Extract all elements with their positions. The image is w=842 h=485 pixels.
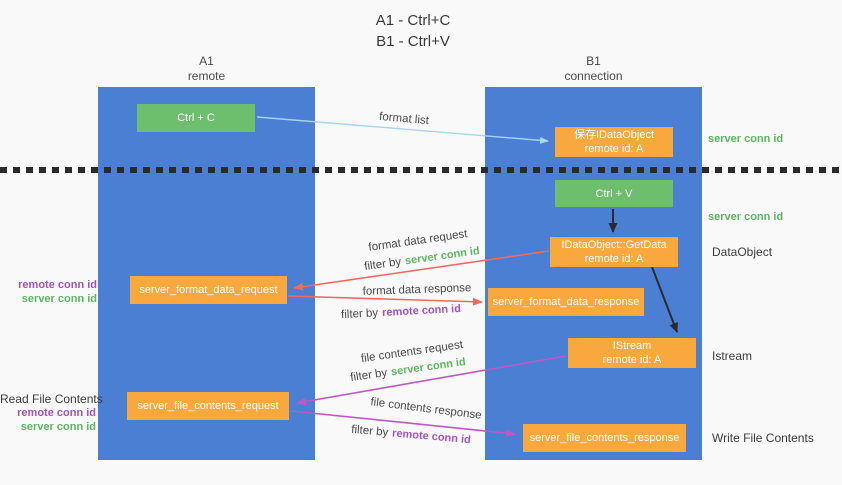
node-save-dataobject: 保存IDataObject remote id: A bbox=[555, 127, 673, 157]
section-divider bbox=[0, 167, 842, 173]
label-format-data-response: format data response bbox=[362, 282, 472, 298]
remote-conn-id-text: remote conn id bbox=[391, 427, 472, 447]
annotation-server-conn-id-file: server conn id bbox=[20, 421, 96, 433]
node-getdata-line1: IDataObject::GetData bbox=[561, 239, 667, 251]
annotation-dataobject: DataObject bbox=[712, 245, 773, 259]
node-server-file-contents-response: server_file_contents_response bbox=[523, 424, 686, 452]
label-format-list: format list bbox=[378, 110, 430, 128]
lifeline-b1-role: connection bbox=[564, 69, 623, 83]
node-ctrl-v: Ctrl + V bbox=[555, 180, 673, 207]
node-server-format-data-response: server_format_data_response bbox=[488, 288, 644, 316]
annotation-istream: Istream bbox=[712, 349, 753, 363]
node-server-format-data-response-label: server_format_data_response bbox=[492, 296, 640, 308]
annotation-remote-conn-id-file: remote conn id bbox=[17, 407, 96, 419]
filter-by-text: filter by bbox=[349, 366, 388, 385]
lifeline-a1-role: remote bbox=[187, 69, 226, 83]
filter-by-text: filter by bbox=[363, 255, 402, 274]
annotation-group-format-conn-ids: remote conn id server conn id bbox=[10, 278, 97, 306]
lifeline-header-a1: A1 remote bbox=[98, 54, 315, 84]
node-ctrl-v-label: Ctrl + V bbox=[595, 187, 633, 200]
annotation-server-conn-id-mid: server conn id bbox=[708, 211, 784, 223]
annotation-server-conn-id-top: server conn id bbox=[708, 133, 784, 145]
server-conn-id-text: server conn id bbox=[404, 244, 481, 268]
filter-by-text: filter by bbox=[340, 307, 379, 322]
node-ctrl-c-label: Ctrl + C bbox=[177, 112, 215, 124]
annotation-remote-conn-id-format: remote conn id bbox=[18, 279, 97, 291]
annotation-read-file-contents: Read File Contents bbox=[0, 392, 103, 406]
node-istream-line1: IStream bbox=[612, 340, 652, 352]
node-server-file-contents-request: server_file_contents_request bbox=[127, 392, 289, 420]
node-getdata-line2: remote id: A bbox=[584, 253, 644, 265]
node-server-file-contents-response-label: server_file_contents_response bbox=[529, 432, 680, 444]
annotation-group-file-conn-ids: Read File Contents remote conn id server… bbox=[0, 392, 103, 434]
lifeline-header-b1: B1 connection bbox=[485, 54, 702, 84]
title-line-1: A1 - Ctrl+C bbox=[375, 12, 451, 29]
node-istream: IStream remote id: A bbox=[568, 338, 696, 368]
node-server-file-contents-request-label: server_file_contents_request bbox=[137, 400, 279, 412]
lifeline-a1-name: A1 bbox=[199, 54, 214, 68]
node-server-format-data-request-label: server_format_data_request bbox=[139, 284, 278, 296]
node-istream-line2: remote id: A bbox=[602, 354, 662, 366]
filter-by-text: filter by bbox=[350, 423, 389, 439]
node-server-format-data-request: server_format_data_request bbox=[130, 276, 287, 304]
node-save-dataobject-line2: remote id: A bbox=[584, 143, 644, 155]
node-save-dataobject-line1: 保存IDataObject bbox=[573, 129, 655, 141]
remote-conn-id-text: remote conn id bbox=[381, 302, 462, 319]
diagram-title: A1 - Ctrl+C B1 - Ctrl+V bbox=[0, 10, 826, 52]
node-ctrl-c: Ctrl + C bbox=[137, 104, 255, 132]
annotation-server-conn-id-format: server conn id bbox=[21, 293, 97, 305]
annotation-write-file-contents: Write File Contents bbox=[712, 431, 814, 445]
label-file-contents-response: file contents response bbox=[369, 396, 483, 422]
node-getdata: IDataObject::GetData remote id: A bbox=[550, 237, 678, 267]
lifeline-b1-name: B1 bbox=[586, 54, 601, 68]
title-line-2: B1 - Ctrl+V bbox=[376, 33, 450, 50]
